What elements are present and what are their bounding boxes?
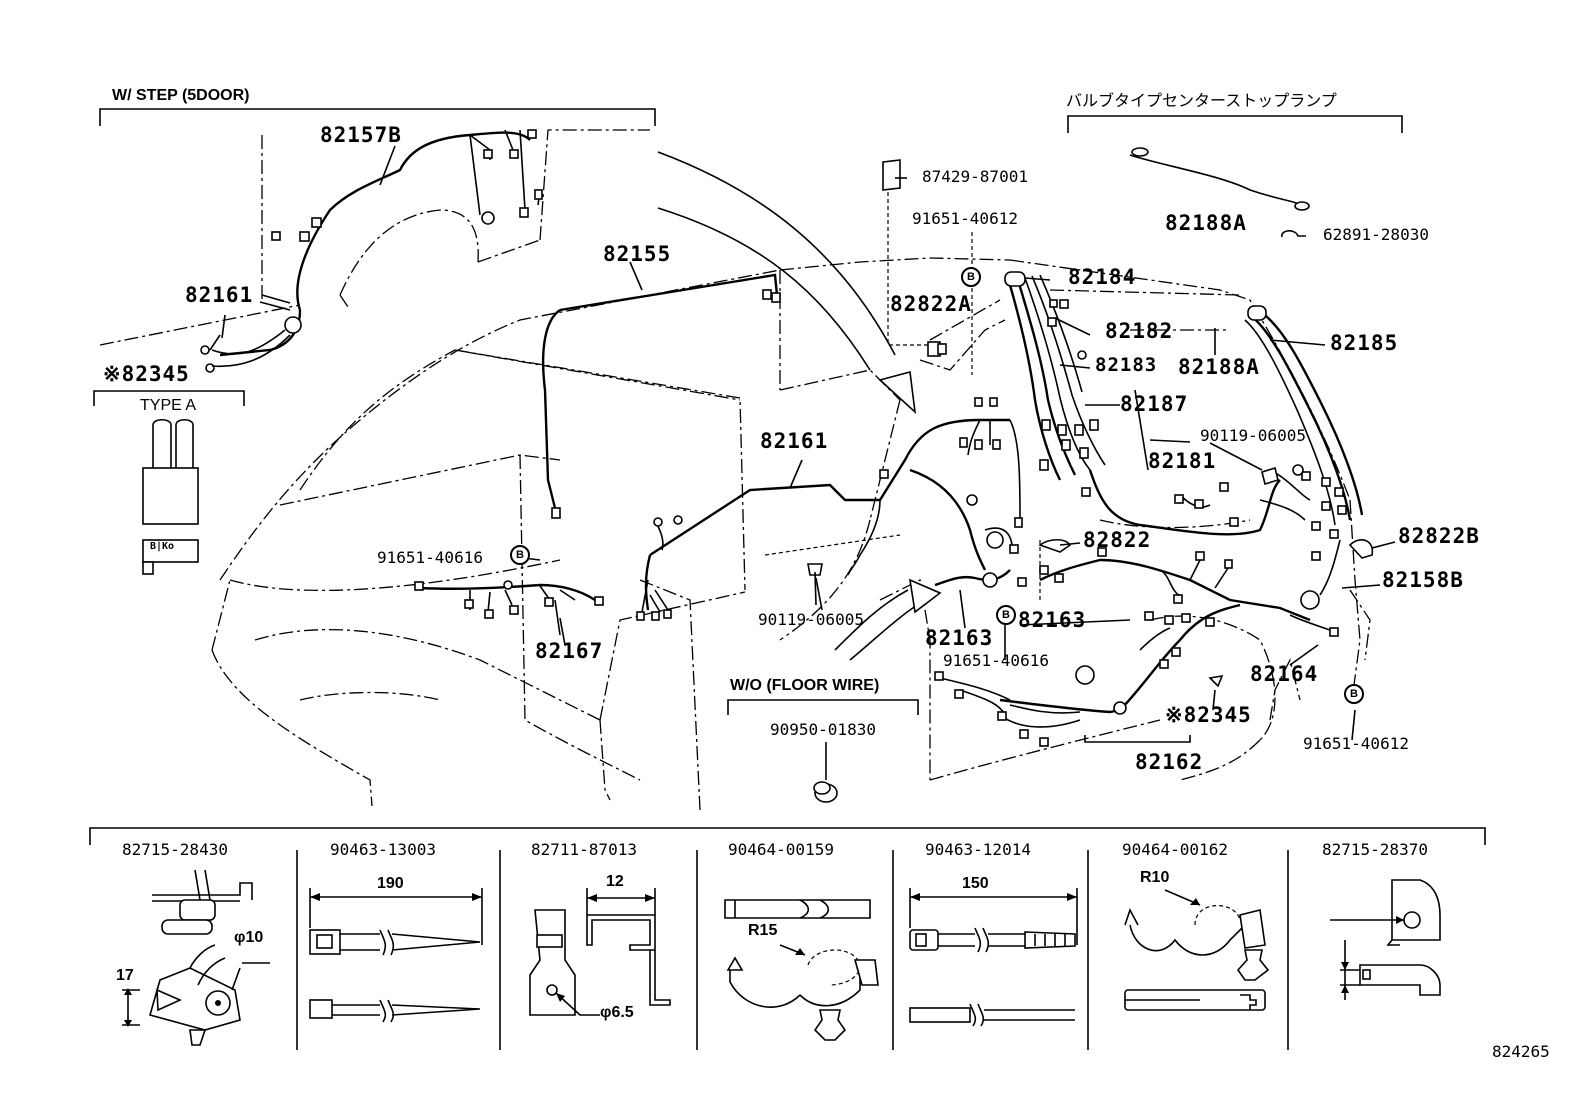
- part-label-82167: 82167: [535, 639, 604, 663]
- clamp-90464-00159-drawing: [724, 899, 879, 1041]
- part-label-90119-06005-center: 90119-06005: [758, 610, 864, 629]
- bracket-82822a: [882, 159, 973, 375]
- dim-phi6-5: φ6.5: [600, 1004, 634, 1021]
- part-label-91651-40612-upper: 91651-40612: [912, 209, 1018, 228]
- part-label-91651-40616-left: 91651-40616: [377, 548, 483, 567]
- harness-82185: [1244, 305, 1364, 637]
- curved-arrow: [657, 151, 917, 415]
- harness-82181: [1174, 466, 1279, 527]
- w-step-bracket: [99, 108, 656, 126]
- clamp-label-82715-28430: 82715-28430: [122, 840, 228, 859]
- small-arrow: [834, 578, 942, 661]
- harness-82157b: [200, 129, 543, 373]
- panel-dividers: [296, 850, 1289, 1050]
- tie-90463-12014-drawing: [909, 888, 1078, 1027]
- dim-r10: R10: [1140, 869, 1170, 886]
- dim-190: 190: [377, 875, 404, 892]
- part-label-82161-center: 82161: [760, 429, 829, 453]
- part-label-82188a-bulb: 82188A: [1165, 211, 1247, 235]
- vehicle-body-outline: [99, 129, 1371, 811]
- marker-b-left: B: [510, 545, 530, 565]
- type-a-connector-label: B|Ko: [150, 541, 175, 552]
- dim-150: 150: [962, 875, 989, 892]
- clamp-label-82715-28370: 82715-28370: [1322, 840, 1428, 859]
- wo-floor-bracket: [727, 699, 919, 715]
- clip-90119-center: [764, 534, 901, 606]
- part-label-82345-upper: ※82345: [103, 362, 190, 386]
- clamp-label-90463-13003: 90463-13003: [330, 840, 436, 859]
- part-label-82162: 82162: [1135, 750, 1204, 774]
- clamp-90464-00162-drawing: [1124, 889, 1270, 1011]
- part-label-82161-upper: 82161: [185, 283, 254, 307]
- tie-90463-13003-drawing: [309, 888, 483, 1023]
- part-label-82164: 82164: [1250, 662, 1319, 686]
- grommet-90950: [813, 781, 838, 803]
- part-label-82185: 82185: [1330, 331, 1399, 355]
- type-a-connector: [142, 418, 199, 575]
- clamp-label-90463-12014: 90463-12014: [925, 840, 1031, 859]
- part-label-62891-28030: 62891-28030: [1323, 225, 1429, 244]
- part-label-82188a: 82188A: [1178, 355, 1260, 379]
- harness-82163: [934, 527, 1311, 622]
- part-label-90119-06005-rear: 90119-06005: [1200, 426, 1306, 445]
- figure-number: 824265: [1492, 1042, 1550, 1061]
- bracket-82822b: [1348, 539, 1374, 559]
- dim-12: 12: [606, 873, 624, 890]
- part-label-82182: 82182: [1105, 319, 1174, 343]
- marker-b-center: B: [996, 605, 1016, 625]
- marker-b-upper: B: [961, 267, 981, 287]
- part-label-82155: 82155: [603, 242, 672, 266]
- bottom-bracket: [89, 827, 1486, 845]
- dim-r15: R15: [748, 922, 778, 939]
- part-label-82163-left: 82163: [925, 626, 994, 650]
- part-label-82187: 82187: [1120, 392, 1189, 416]
- part-label-82157b: 82157B: [320, 123, 402, 147]
- marker-b-right: B: [1344, 684, 1364, 704]
- part-label-87429-87001: 87429-87001: [922, 167, 1028, 186]
- harness-82162: [934, 603, 1241, 747]
- part-label-91651-40616-lower: 91651-40616: [943, 651, 1049, 670]
- harness-82167: [414, 580, 604, 636]
- group-title-wo-floor: W/O (FLOOR WIRE): [730, 677, 880, 694]
- bracket-82822: [1038, 538, 1072, 600]
- part-label-82345-rear: ※82345: [1165, 703, 1252, 727]
- dim-17: 17: [116, 967, 134, 984]
- part-label-91651-40612-lower: 91651-40612: [1303, 734, 1409, 753]
- part-label-82822b: 82822B: [1398, 524, 1480, 548]
- part-label-82181: 82181: [1148, 449, 1217, 473]
- harness-82188a-bulb: [1129, 147, 1310, 238]
- harness-82155: [541, 261, 781, 519]
- part-label-82183: 82183: [1095, 354, 1158, 376]
- clip-82345-rear: [1208, 674, 1224, 688]
- clamp-82715-28370-drawing: [1330, 879, 1441, 1000]
- clamp-82715-28430-drawing: [122, 869, 270, 1046]
- harness-rear-door: [1004, 271, 1281, 536]
- part-label-82822: 82822: [1083, 528, 1152, 552]
- harness-82161: [636, 397, 1023, 621]
- group-title-bulb-type: バルブタイプセンターストップランプ: [1066, 93, 1337, 110]
- part-label-90950-01830: 90950-01830: [770, 720, 876, 739]
- group-title-w-step: W/ STEP (5DOOR): [112, 87, 250, 104]
- dim-phi10: φ10: [234, 929, 264, 946]
- bulb-type-bracket: [1067, 115, 1403, 133]
- clamp-label-90464-00159: 90464-00159: [728, 840, 834, 859]
- bracket-82711-87013-drawing: [529, 888, 671, 1016]
- type-a-bracket: [93, 390, 245, 406]
- clamp-label-90464-00162: 90464-00162: [1122, 840, 1228, 859]
- clamp-label-82711-87013: 82711-87013: [531, 840, 637, 859]
- part-label-82158b: 82158B: [1382, 568, 1464, 592]
- part-label-82163-right: 82163: [1018, 608, 1087, 632]
- part-label-82822a: 82822A: [890, 292, 972, 316]
- part-label-82184: 82184: [1068, 265, 1137, 289]
- group-title-type-a: TYPE A: [140, 397, 197, 414]
